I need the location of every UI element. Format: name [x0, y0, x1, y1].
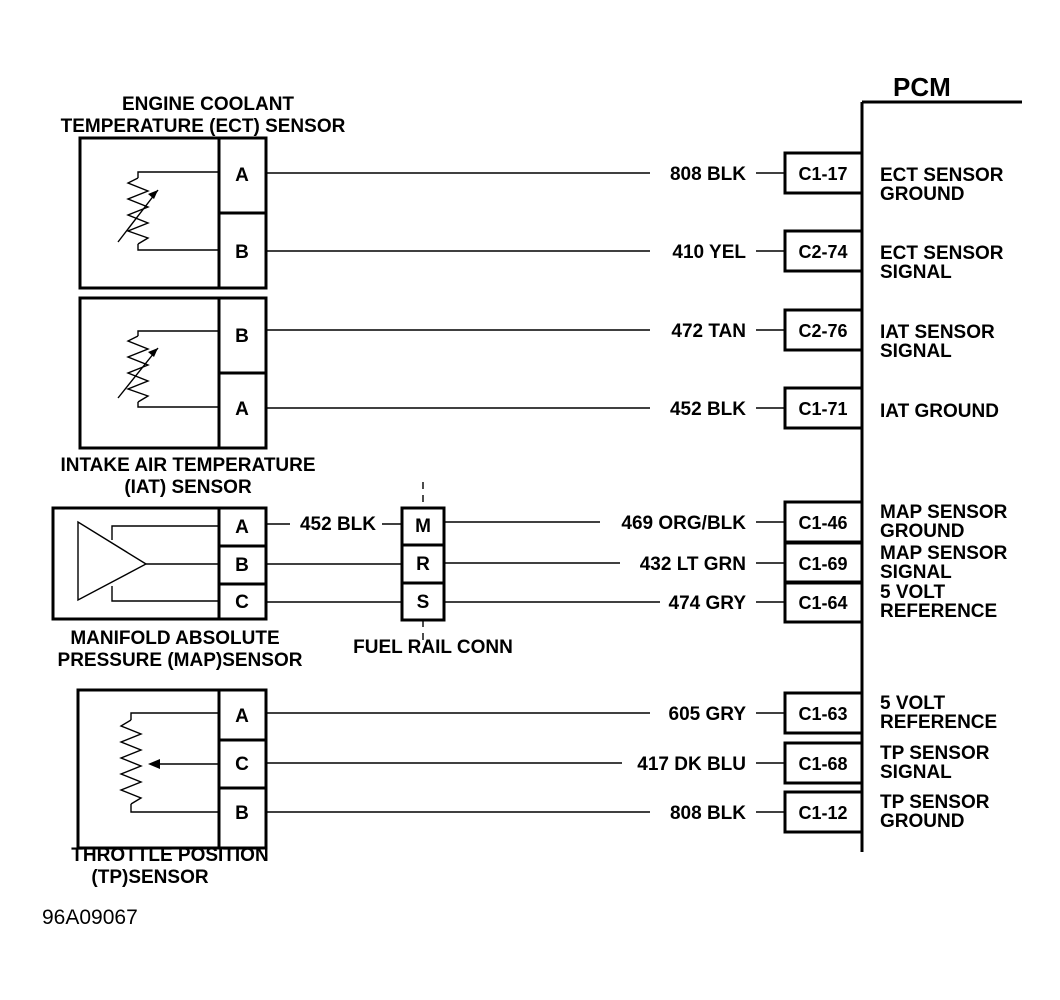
- pcm-function-label-line1: MAP SENSOR: [880, 502, 1008, 523]
- tp-pin-b: B: [235, 803, 249, 824]
- iat-sensor-label-line2: (IAT) SENSOR: [124, 477, 252, 498]
- pcm-connector-label: C1-17: [798, 164, 847, 184]
- ect-pin-b: B: [235, 242, 249, 263]
- fuel-rail-pin-r: R: [416, 554, 430, 575]
- tp-sensor-label-line2: (TP)SENSOR: [91, 867, 208, 888]
- wire-label: 605 GRY: [669, 704, 747, 725]
- pcm-connector-label: C1-68: [798, 754, 847, 774]
- pcm-function-label-line2: SIGNAL: [880, 341, 952, 362]
- wire-label: 472 TAN: [671, 321, 746, 342]
- wire-label: 432 LT GRN: [640, 554, 746, 575]
- pcm-function-label-line1: IAT GROUND: [880, 401, 999, 422]
- pcm-function-label-line2: SIGNAL: [880, 562, 952, 583]
- pcm-function-label-line2: GROUND: [880, 811, 964, 832]
- iat-sensor-label-line1: INTAKE AIR TEMPERATURE: [60, 455, 315, 476]
- pcm-connector-box: [783, 386, 864, 430]
- map-sensor-label-line2: PRESSURE (MAP)SENSOR: [58, 650, 303, 671]
- pcm-connector-label: C1-69: [798, 554, 847, 574]
- wire-label: 410 YEL: [672, 242, 746, 263]
- pcm-function-label-line1: 5 VOLT: [880, 693, 945, 714]
- tp-pin-c: C: [235, 754, 249, 775]
- pcm-connector-box: [783, 691, 864, 735]
- pcm-function-label-line2: GROUND: [880, 184, 964, 205]
- pcm-function-label-line1: TP SENSOR: [880, 792, 990, 813]
- fuel-rail-body: [400, 506, 446, 622]
- pcm-function-label-line1: ECT SENSOR: [880, 165, 1004, 186]
- iat-pin-b: B: [235, 326, 249, 347]
- map-amplifier-icon: [77, 520, 148, 602]
- map-pin-a: A: [235, 517, 249, 538]
- map-sensor-label-line1: MANIFOLD ABSOLUTE: [70, 628, 279, 649]
- pcm-function-label-line1: 5 VOLT: [880, 582, 945, 603]
- pcm-function-label-line1: MAP SENSOR: [880, 543, 1008, 564]
- fuel-rail-connector: M R S FUEL RAIL CONN: [353, 482, 513, 658]
- pcm-function-label-line2: SIGNAL: [880, 762, 952, 783]
- pcm-connector-label: C1-71: [798, 399, 847, 419]
- fuel-rail-pin-s: S: [417, 592, 430, 613]
- tp-pin-a: A: [235, 706, 249, 727]
- iat-thermistor-icon: [126, 335, 150, 403]
- map-pin-c: C: [235, 592, 249, 613]
- pcm-connector-label: C2-76: [798, 321, 847, 341]
- ect-sensor-label-line2: TEMPERATURE (ECT) SENSOR: [61, 116, 346, 137]
- wire-label: 474 GRY: [669, 593, 747, 614]
- pcm-function-label-line1: IAT SENSOR: [880, 322, 995, 343]
- wire-label: 808 BLK: [670, 164, 746, 185]
- pcm-connector-box: [783, 151, 864, 195]
- map-wire-a-label: 452 BLK: [300, 514, 376, 535]
- pcm-function-label-line2: REFERENCE: [880, 601, 997, 622]
- wire-label: 417 DK BLU: [637, 754, 746, 775]
- ect-pin-a: A: [235, 165, 249, 186]
- pcm-connector-box: [783, 229, 864, 273]
- wire-label: 808 BLK: [670, 803, 746, 824]
- tp-wiper-arrow-icon: [148, 759, 160, 769]
- pcm-connector-label: C1-46: [798, 513, 847, 533]
- ect-thermistor-icon: [126, 177, 150, 245]
- pcm-connector-label: C1-63: [798, 704, 847, 724]
- iat-pin-a: A: [235, 399, 249, 420]
- tp-potentiometer-icon: [119, 719, 143, 805]
- ect-sensor-label-line1: ENGINE COOLANT: [122, 94, 294, 115]
- pcm-function-label-line2: SIGNAL: [880, 262, 952, 283]
- pcm-connector-label: C1-12: [798, 803, 847, 823]
- tp-sensor-label-line1: THROTTLE POSITION: [71, 845, 268, 866]
- pcm-connector-box: [783, 308, 864, 352]
- pcm-function-label-line2: GROUND: [880, 521, 964, 542]
- pcm-title: PCM: [893, 72, 951, 102]
- pcm-connector-label: C2-74: [798, 242, 847, 262]
- circuit-row: 452 BLK C1-71 IAT GROUND: [266, 386, 999, 430]
- pcm-connector-box: [783, 580, 864, 624]
- wire-label: 469 ORG/BLK: [621, 513, 746, 534]
- iat-sensor: B A INTAKE AIR TEMPERATURE (IAT) SENSOR: [60, 296, 316, 498]
- map-sensor: A B C MANIFOLD ABSOLUTE PRESSURE (MAP)SE…: [51, 506, 303, 671]
- tp-sensor: A C B THROTTLE POSITION (TP)SENSOR: [71, 688, 269, 888]
- wire-label: 452 BLK: [670, 399, 746, 420]
- pcm-connector-label: C1-64: [798, 593, 847, 613]
- pcm-connector-box: [783, 790, 864, 834]
- ect-sensor: ENGINE COOLANT TEMPERATURE (ECT) SENSOR …: [61, 94, 346, 290]
- pcm-connector-box: [783, 741, 864, 785]
- map-pin-b: B: [235, 555, 249, 576]
- pcm-function-label-line1: ECT SENSOR: [880, 243, 1004, 264]
- fuel-rail-label: FUEL RAIL CONN: [353, 637, 513, 658]
- pcm-function-label-line1: TP SENSOR: [880, 743, 990, 764]
- pcm-function-label-line2: REFERENCE: [880, 712, 997, 733]
- figure-id: 96A09067: [42, 906, 138, 929]
- fuel-rail-pin-m: M: [415, 516, 431, 537]
- tp-sensor-body: [76, 688, 268, 850]
